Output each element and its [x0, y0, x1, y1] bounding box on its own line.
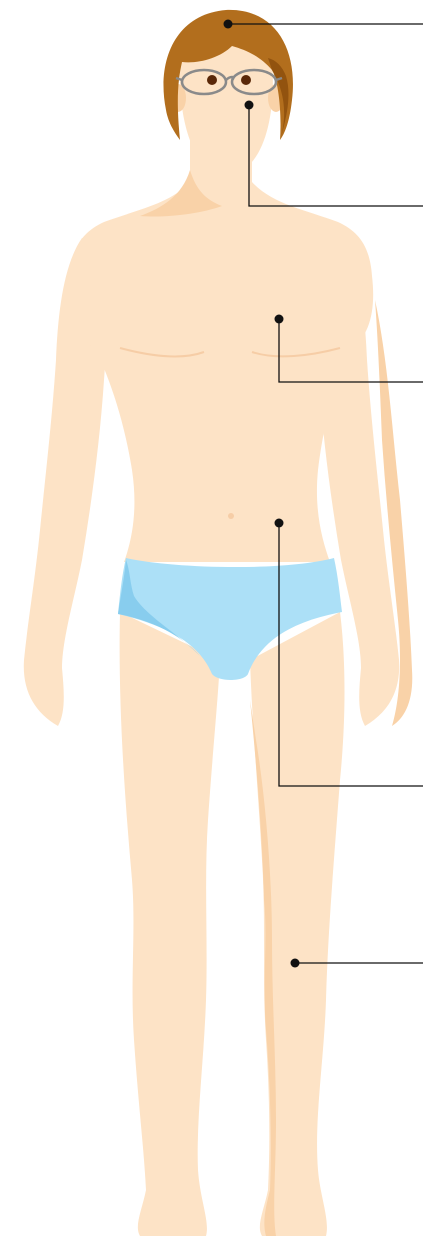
- torso: [70, 182, 373, 562]
- right-eye: [241, 75, 251, 85]
- navel: [228, 513, 234, 519]
- left-eye: [207, 75, 217, 85]
- left-leg: [120, 612, 220, 1236]
- callout-line: [249, 105, 423, 206]
- right-leg: [250, 612, 345, 1236]
- callout-face: [245, 101, 423, 207]
